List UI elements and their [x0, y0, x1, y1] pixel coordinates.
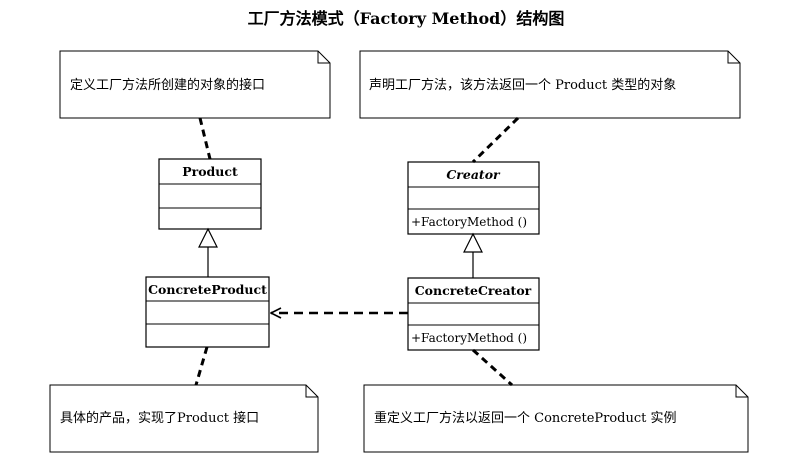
note-link-concrete-creator: [471, 348, 514, 387]
note-concrete-product-text: 具体的产品，实现了Product 接口: [60, 410, 259, 426]
note-product-text: 定义工厂方法所创建的对象的接口: [70, 77, 265, 93]
class-creator-name: Creator: [446, 167, 501, 182]
note-creator: 声明工厂方法，该方法返回一个 Product 类型的对象: [359, 50, 741, 119]
note-creator-text: 声明工厂方法，该方法返回一个 Product 类型的对象: [369, 77, 676, 93]
class-concrete-product: ConcreteProduct: [145, 276, 270, 348]
note-concrete-product: 具体的产品，实现了Product 接口: [49, 384, 319, 453]
note-link-creator: [471, 116, 520, 164]
note-link-concrete-product: [194, 346, 209, 386]
class-concrete-creator-operation: +FactoryMethod (): [411, 331, 527, 345]
note-concrete-creator-text: 重定义工厂方法以返回一个 ConcreteProduct 实例: [374, 410, 677, 426]
generalization-concrete-product-to-product: [198, 227, 218, 277]
note-concrete-creator: 重定义工厂方法以返回一个 ConcreteProduct 实例: [363, 384, 749, 453]
class-product: Product: [158, 158, 262, 230]
class-creator-operation: +FactoryMethod (): [411, 215, 527, 229]
class-concrete-product-name: ConcreteProduct: [148, 282, 267, 297]
diagram-title: 工厂方法模式（Factory Method）结构图: [248, 9, 565, 28]
class-product-name: Product: [182, 164, 238, 179]
class-concrete-creator-name: ConcreteCreator: [415, 283, 532, 298]
class-creator: Creator +FactoryMethod (): [407, 161, 540, 235]
generalization-concrete-creator-to-creator: [463, 232, 483, 278]
note-link-product: [198, 117, 212, 160]
class-concrete-creator: ConcreteCreator +FactoryMethod (): [407, 277, 540, 351]
note-product: 定义工厂方法所创建的对象的接口: [59, 50, 331, 119]
